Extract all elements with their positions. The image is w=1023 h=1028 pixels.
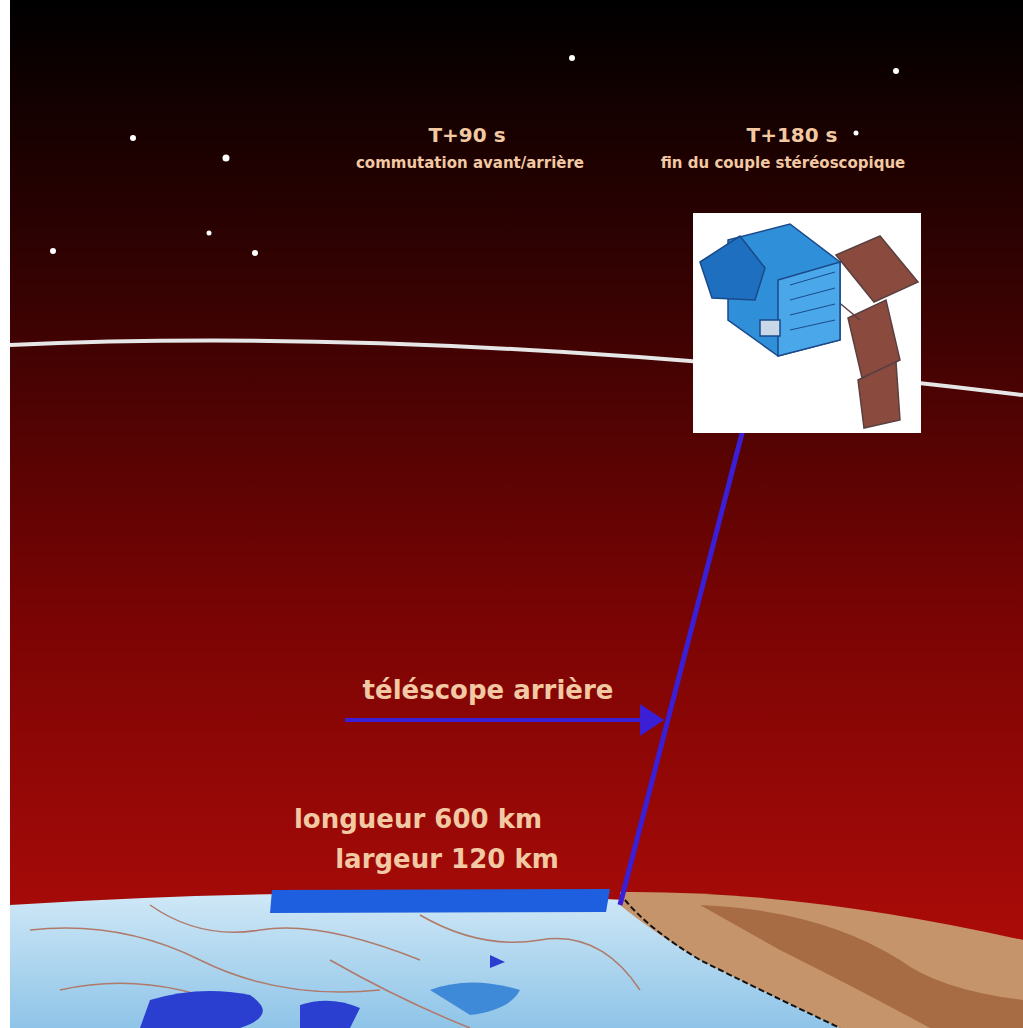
event-label: fin du couple stéréoscopique: [661, 155, 906, 172]
top-border: [10, 0, 1023, 8]
satellite-picture: [693, 213, 921, 433]
leader-arrow: [345, 704, 664, 736]
earth: [10, 892, 1023, 1028]
footprint-strip: [270, 889, 610, 913]
dimension-label: longueur 600 km: [294, 805, 542, 835]
telescope-label: téléscope arrière: [363, 676, 614, 706]
event-label: commutation avant/arrière: [356, 155, 584, 172]
time-label: T+90 s: [428, 124, 505, 147]
sky: [10, 0, 1023, 1028]
dimension-label: largeur 120 km: [335, 845, 559, 875]
time-label: T+180 s: [746, 124, 837, 147]
